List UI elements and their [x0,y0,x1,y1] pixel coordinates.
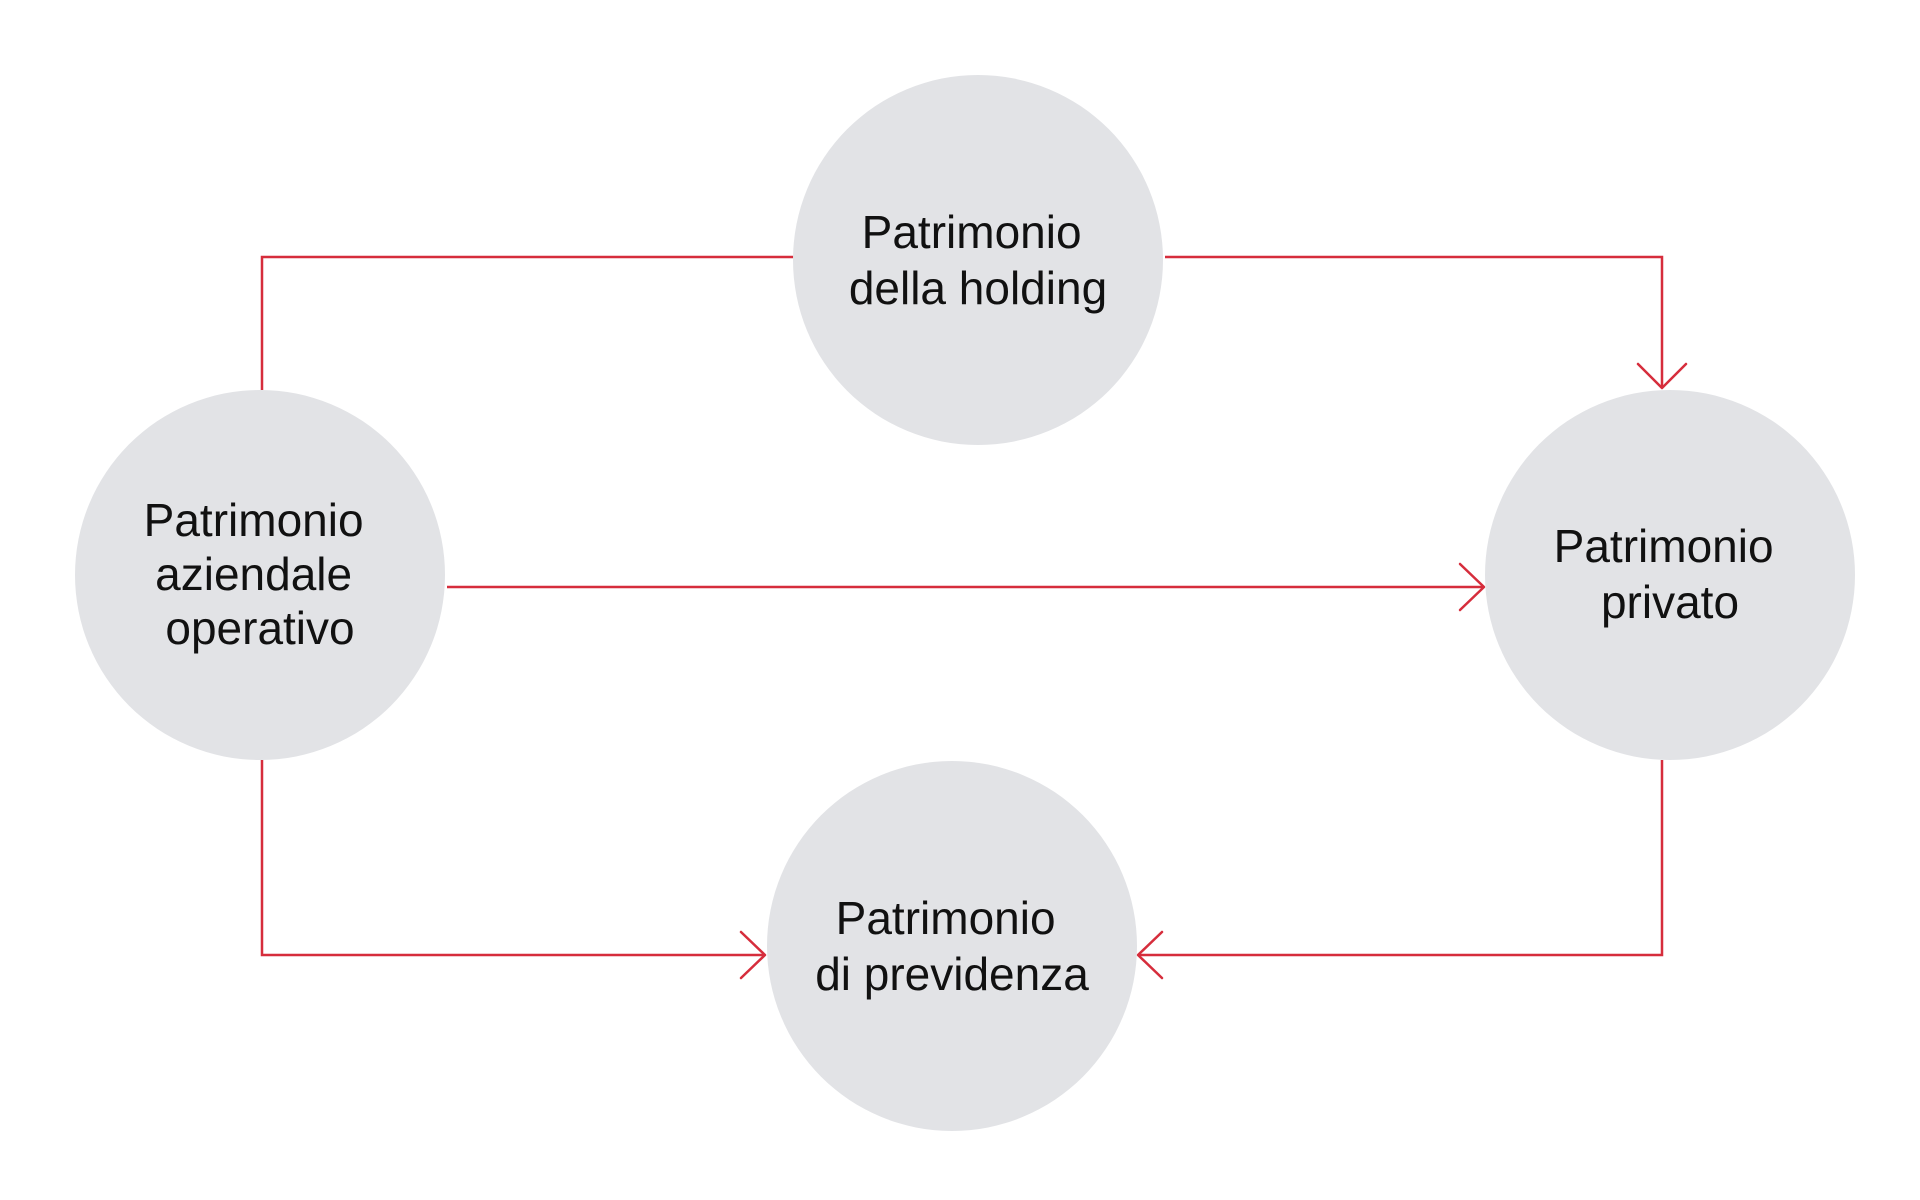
node-aziendale: Patrimonio aziendale operativo [75,390,445,760]
node-holding-line-2: della holding [849,262,1107,314]
node-privato-line-2: privato [1601,576,1739,628]
node-holding: Patrimonio della holding [793,75,1163,445]
connector-aziendale-to-holding [260,255,795,390]
node-aziendale-label: Patrimonio aziendale operativo [144,494,377,654]
connector-holding-to-privato [1165,255,1664,388]
connector-aziendale-to-previdenza [260,760,765,957]
node-aziendale-line-2: aziendale [155,548,352,600]
arrowhead-aziendale-to-privato [1458,562,1486,612]
node-aziendale-circle [75,390,445,760]
node-holding-line-1: Patrimonio [862,206,1082,258]
node-previdenza-label: Patrimonio di previdenza [815,892,1089,1000]
node-previdenza-line-2: di previdenza [815,948,1089,1000]
node-privato-line-1: Patrimonio [1554,520,1774,572]
node-privato-circle [1485,390,1855,760]
node-privato: Patrimonio privato [1485,390,1855,760]
node-previdenza: Patrimonio di previdenza [767,761,1137,1131]
node-aziendale-line-1: Patrimonio [144,494,364,546]
arrowhead-holding-to-privato [1636,362,1688,390]
arrowhead-privato-to-previdenza [1136,930,1164,980]
connector-privato-to-previdenza [1138,760,1664,957]
node-previdenza-circle [767,761,1137,1131]
arrowhead-aziendale-to-previdenza [739,930,767,980]
node-privato-label: Patrimonio privato [1554,520,1787,628]
connectors [260,255,1688,980]
node-previdenza-line-1: Patrimonio [836,892,1056,944]
node-holding-label: Patrimonio della holding [849,206,1107,314]
node-holding-circle [793,75,1163,445]
node-aziendale-line-3: operativo [165,602,354,654]
